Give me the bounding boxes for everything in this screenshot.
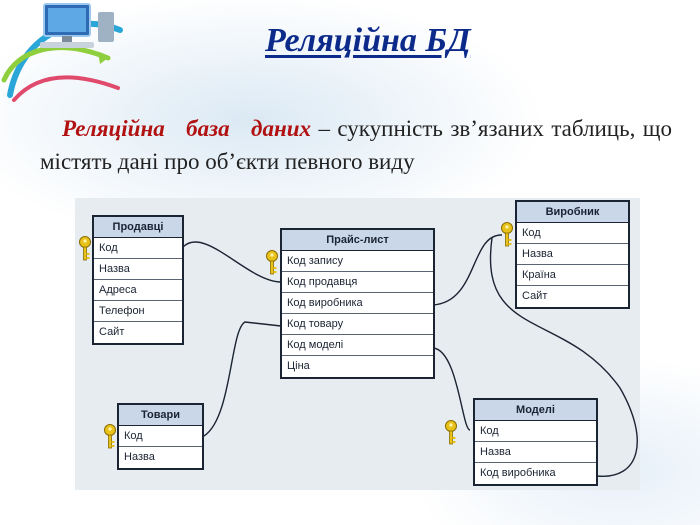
table-field: Сайт: [99, 326, 125, 338]
logo-computer-icon: [1, 3, 123, 102]
key-icon: [266, 250, 278, 275]
table-field: Назва: [124, 451, 155, 463]
definition-term: Реляційна база даних: [62, 116, 312, 141]
table-field: Код виробника: [282, 293, 433, 314]
table-sellers: Продавці Код Назва Адреса Телефон Сайт: [92, 215, 184, 345]
key-icon: [445, 420, 457, 445]
definition-text: Реляційна база даних – сукупність зв’яза…: [40, 112, 672, 178]
table-field: Код: [475, 421, 596, 442]
definition-body: – сукупність зв’язаних таблиць, що містя…: [40, 116, 672, 174]
table-field: Код: [517, 223, 628, 244]
link-sellers-pricelist: [182, 241, 282, 283]
table-field: Код виробника: [480, 467, 556, 479]
table-header: Товари: [119, 405, 202, 426]
table-field: Назва: [94, 259, 182, 280]
table-field: Код: [94, 238, 182, 259]
table-header: Виробник: [517, 202, 628, 223]
table-header: Продавці: [94, 217, 182, 238]
link-models-pricelist: [432, 347, 471, 431]
table-field: Сайт: [522, 290, 548, 302]
table-pricelist: Прайс-лист Код запису Код продавця Код в…: [280, 228, 435, 379]
key-icon: [501, 222, 513, 247]
table-field: Код запису: [282, 251, 433, 272]
table-header: Моделі: [475, 400, 596, 421]
table-field: Телефон: [94, 301, 182, 322]
table-field: Назва: [517, 244, 628, 265]
table-models: Моделі Код Назва Код виробника: [473, 398, 598, 486]
table-field: Код продавця: [282, 272, 433, 293]
link-manufacturer-models: [489, 237, 638, 477]
table-field: Адреса: [94, 280, 182, 301]
table-field: Код: [119, 426, 202, 447]
table-field: Країна: [517, 265, 628, 286]
slide-title: Реляційна БД: [265, 22, 471, 59]
table-field: Код моделі: [282, 335, 433, 356]
table-header: Прайс-лист: [282, 230, 433, 251]
table-manufacturer: Виробник Код Назва Країна Сайт: [515, 200, 630, 309]
table-goods: Товари Код Назва: [117, 403, 204, 470]
key-icon: [104, 424, 116, 449]
table-field: Код товару: [282, 314, 433, 335]
key-icon: [79, 236, 91, 261]
table-field: Назва: [475, 442, 596, 463]
table-field: Ціна: [287, 360, 310, 372]
link-goods-pricelist: [203, 321, 282, 437]
link-manufacturer-pricelist: [432, 234, 503, 306]
